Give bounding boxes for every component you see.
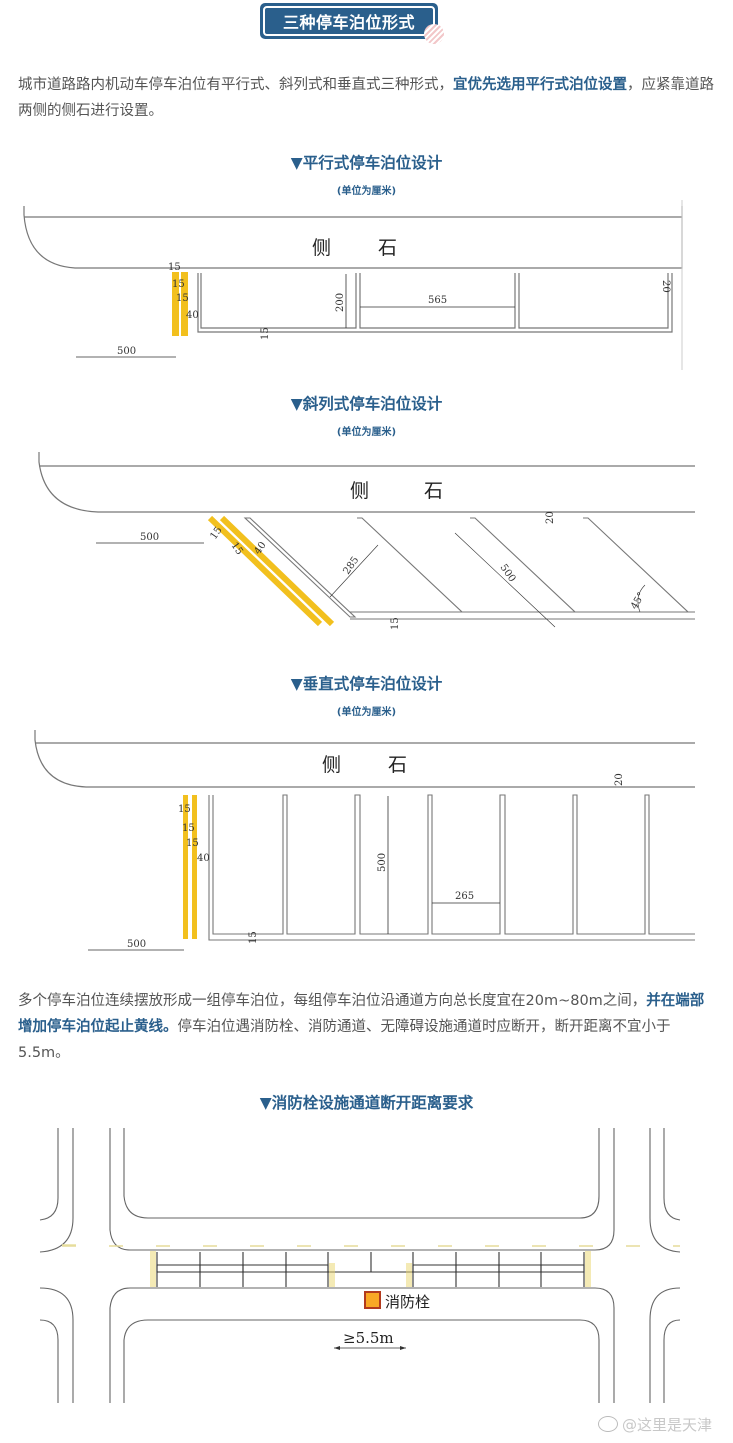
- parallel-title: ▼平行式停车泊位设计: [290, 154, 443, 172]
- svg-text:40: 40: [197, 853, 210, 864]
- svg-text:20: 20: [614, 773, 625, 786]
- svg-text:15: 15: [182, 823, 195, 834]
- weibo-logo-icon: [598, 1416, 618, 1432]
- intro-paragraph: 城市道路路内机动车停车泊位有平行式、斜列式和垂直式三种形式，宜优先选用平行式泊位…: [18, 77, 714, 119]
- svg-text:15: 15: [168, 262, 181, 273]
- svg-text:20: 20: [660, 280, 671, 293]
- parallel-parking-diagram: 侧 石 15 15 15 40 500 200 565 15 20: [23, 200, 683, 370]
- svg-text:侧: 侧: [312, 237, 331, 259]
- svg-text:500: 500: [140, 532, 159, 543]
- svg-text:565: 565: [428, 295, 447, 306]
- fire-hydrant-icon: [364, 1291, 381, 1309]
- parallel-unit: (单位为厘米): [336, 186, 397, 197]
- svg-text:500: 500: [377, 853, 388, 872]
- angled-title: ▼斜列式停车泊位设计: [290, 395, 443, 413]
- svg-text:20: 20: [545, 511, 556, 524]
- svg-text:500: 500: [127, 939, 146, 950]
- svg-text:200: 200: [335, 293, 346, 312]
- svg-text:15: 15: [390, 617, 401, 630]
- perpendicular-unit: (单位为厘米): [336, 707, 397, 718]
- svg-text:265: 265: [455, 891, 474, 902]
- svg-text:285: 285: [341, 555, 361, 577]
- perpendicular-parking-diagram: 侧 石 15 15 15 40 500 500 265 15 20: [34, 730, 695, 951]
- svg-text:石: 石: [378, 237, 397, 259]
- rules-paragraph: 多个停车泊位连续摆放形成一组停车泊位，每组停车泊位沿通道方向总长度宜在20m~8…: [18, 993, 705, 1061]
- perpendicular-title: ▼垂直式停车泊位设计: [290, 675, 443, 693]
- svg-text:侧: 侧: [322, 754, 341, 776]
- svg-text:45°: 45°: [629, 591, 647, 612]
- svg-text:≥5.5m: ≥5.5m: [343, 1329, 394, 1347]
- hydrant-spacing-diagram: 消防栓 ≥5.5m: [39, 1128, 681, 1403]
- section-title-badge: 三种停车泊位形式: [260, 3, 438, 39]
- angled-parking-diagram: 侧 石 500 15 15 40 285 500 15 20 45°: [38, 452, 695, 630]
- svg-text:40: 40: [186, 310, 199, 321]
- svg-text:石: 石: [388, 754, 407, 776]
- svg-text:侧: 侧: [350, 480, 369, 502]
- section-title: 三种停车泊位形式: [263, 6, 435, 36]
- angled-unit: (单位为厘米): [336, 427, 397, 438]
- svg-text:15: 15: [229, 540, 245, 557]
- svg-text:500: 500: [498, 562, 518, 584]
- intro-highlight: 宜优先选用平行式泊位设置: [453, 77, 627, 93]
- svg-text:500: 500: [117, 346, 136, 357]
- svg-text:40: 40: [252, 540, 268, 557]
- watermark: @这里是天津: [598, 1414, 712, 1435]
- svg-text:石: 石: [424, 480, 443, 502]
- svg-text:15: 15: [260, 327, 271, 340]
- svg-text:15: 15: [178, 804, 191, 815]
- striped-circle-decoration-icon: [424, 24, 444, 44]
- svg-text:15: 15: [248, 931, 259, 944]
- rules-highlight: 并在端部增加停车泊位起止黄线。: [18, 993, 705, 1035]
- hydrant-title: ▼消防栓设施通道断开距离要求: [259, 1094, 474, 1112]
- svg-text:消防栓: 消防栓: [385, 1293, 430, 1311]
- svg-text:15: 15: [176, 293, 189, 304]
- svg-text:15: 15: [172, 279, 185, 290]
- svg-text:15: 15: [186, 838, 199, 849]
